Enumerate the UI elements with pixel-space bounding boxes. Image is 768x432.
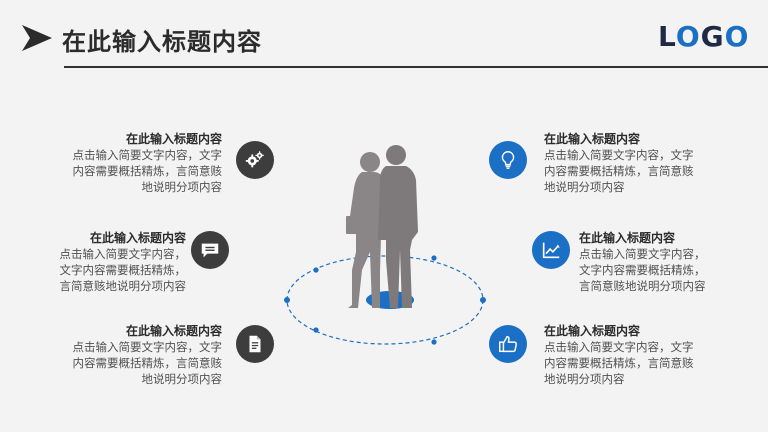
block-line: 地说明分项内容	[544, 180, 625, 194]
block-line: 内容需要概括精炼，言简意赅	[72, 356, 223, 370]
block-line: 地说明分项内容	[141, 372, 223, 386]
block-line: 地说明分项内容	[141, 180, 223, 194]
block-title: 在此输入标题内容	[125, 324, 222, 338]
block-line: 点击输入简要文字内容，文字	[544, 148, 694, 162]
header-divider	[64, 66, 768, 68]
text-block-left-3: 在此输入标题内容 点击输入简要文字内容，文字 内容需要概括精炼，言简意赅 地说明…	[0, 323, 223, 387]
block-line: 文字内容需要概括精炼，	[59, 263, 187, 277]
text-block-left-1: 在此输入标题内容 点击输入简要文字内容，文字 内容需要概括精炼，言简意赅 地说明…	[0, 131, 223, 195]
text-block-right-2: 在此输入标题内容 点击输入简要文字内容， 文字内容需要概括精炼， 言简意赅地说明…	[579, 230, 768, 294]
logo: LOGO	[658, 20, 750, 53]
block-title: 在此输入标题内容	[544, 324, 641, 338]
block-title: 在此输入标题内容	[579, 231, 676, 245]
block-line: 点击输入简要文字内容，文字	[72, 340, 223, 354]
arrow-pointer-icon	[22, 25, 52, 51]
man-silhouette	[378, 145, 418, 308]
block-line: 内容需要概括精炼，言简意赅	[544, 356, 694, 370]
text-block-right-1: 在此输入标题内容 点击输入简要文字内容，文字 内容需要概括精炼，言简意赅 地说明…	[544, 131, 768, 195]
block-line: 点击输入简要文字内容，文字	[72, 148, 223, 162]
block-title: 在此输入标题内容	[544, 132, 641, 146]
orbit-dot	[313, 327, 319, 333]
orbit-dot	[431, 255, 437, 261]
orbit-dot	[431, 339, 437, 345]
thumbs-up-icon	[489, 325, 527, 363]
block-line: 点击输入简要文字内容，	[579, 247, 706, 261]
orbit-dot	[313, 267, 319, 273]
block-title: 在此输入标题内容	[125, 132, 222, 146]
block-line: 文字内容需要概括精炼，	[579, 263, 706, 277]
orbit-dot	[284, 297, 290, 303]
block-line: 言简意赅地说明分项内容	[59, 279, 187, 293]
text-block-right-3: 在此输入标题内容 点击输入简要文字内容，文字 内容需要概括精炼，言简意赅 地说明…	[544, 323, 768, 387]
block-line: 点击输入简要文字内容，文字	[544, 340, 694, 354]
block-line: 点击输入简要文字内容，	[59, 247, 187, 261]
document-icon	[236, 325, 274, 363]
orbit-dot	[480, 297, 486, 303]
block-line: 地说明分项内容	[544, 372, 625, 386]
text-block-left-2: 在此输入标题内容 点击输入简要文字内容， 文字内容需要概括精炼， 言简意赅地说明…	[0, 230, 187, 294]
chat-bubble-icon	[191, 231, 229, 269]
page-title: 在此输入标题内容	[62, 28, 262, 56]
block-line: 言简意赅地说明分项内容	[579, 279, 706, 293]
woman-silhouette	[346, 152, 386, 308]
block-title: 在此输入标题内容	[89, 231, 186, 245]
business-people-illustration	[284, 145, 486, 345]
block-line: 内容需要概括精炼，言简意赅	[72, 164, 223, 178]
block-line: 内容需要概括精炼，言简意赅	[544, 164, 694, 178]
gears-icon	[236, 141, 274, 179]
line-chart-icon	[532, 231, 570, 269]
lightbulb-icon	[489, 141, 527, 179]
